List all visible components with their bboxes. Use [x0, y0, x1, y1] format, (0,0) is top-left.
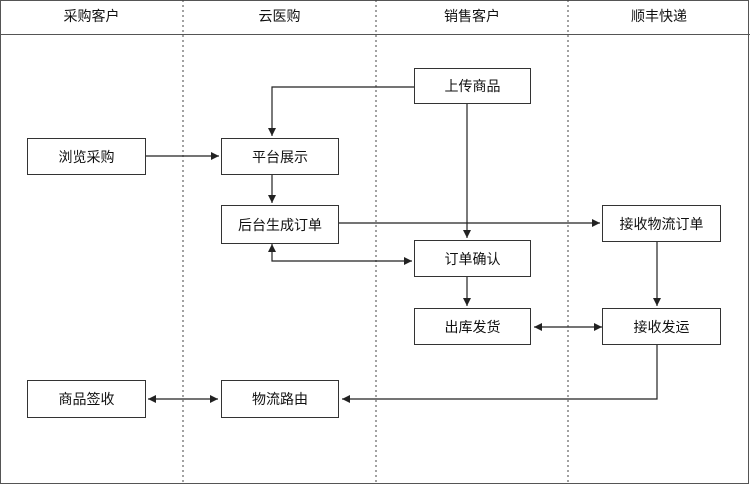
arrow-upload-to-platform [268, 86, 414, 136]
node-receive-logistics-order: 接收物流订单 [602, 205, 721, 242]
node-order-confirm: 订单确认 [414, 240, 531, 277]
arrow-backend-confirm-bidirectional [268, 244, 412, 265]
node-browse-purchase: 浏览采购 [27, 138, 146, 175]
node-goods-sign: 商品签收 [27, 380, 146, 418]
node-backend-order: 后台生成订单 [221, 205, 339, 244]
node-ship-out: 出库发货 [414, 308, 531, 345]
lane-title-platform: 云医购 [258, 9, 301, 25]
node-upload-goods: 上传商品 [414, 68, 531, 104]
node-logistics-route: 物流路由 [221, 380, 339, 418]
node-platform-display: 平台展示 [221, 138, 339, 175]
lane-title-courier: 顺丰快递 [631, 9, 687, 25]
node-receive-shipment: 接收发运 [602, 308, 721, 345]
lane-title-buyer: 采购客户 [63, 9, 120, 25]
lane-header-row: 采购客户 云医购 销售客户 顺丰快递 [0, 0, 750, 35]
arrow-receive-ship-to-logistics [342, 345, 658, 403]
lane-title-seller: 销售客户 [444, 9, 500, 25]
